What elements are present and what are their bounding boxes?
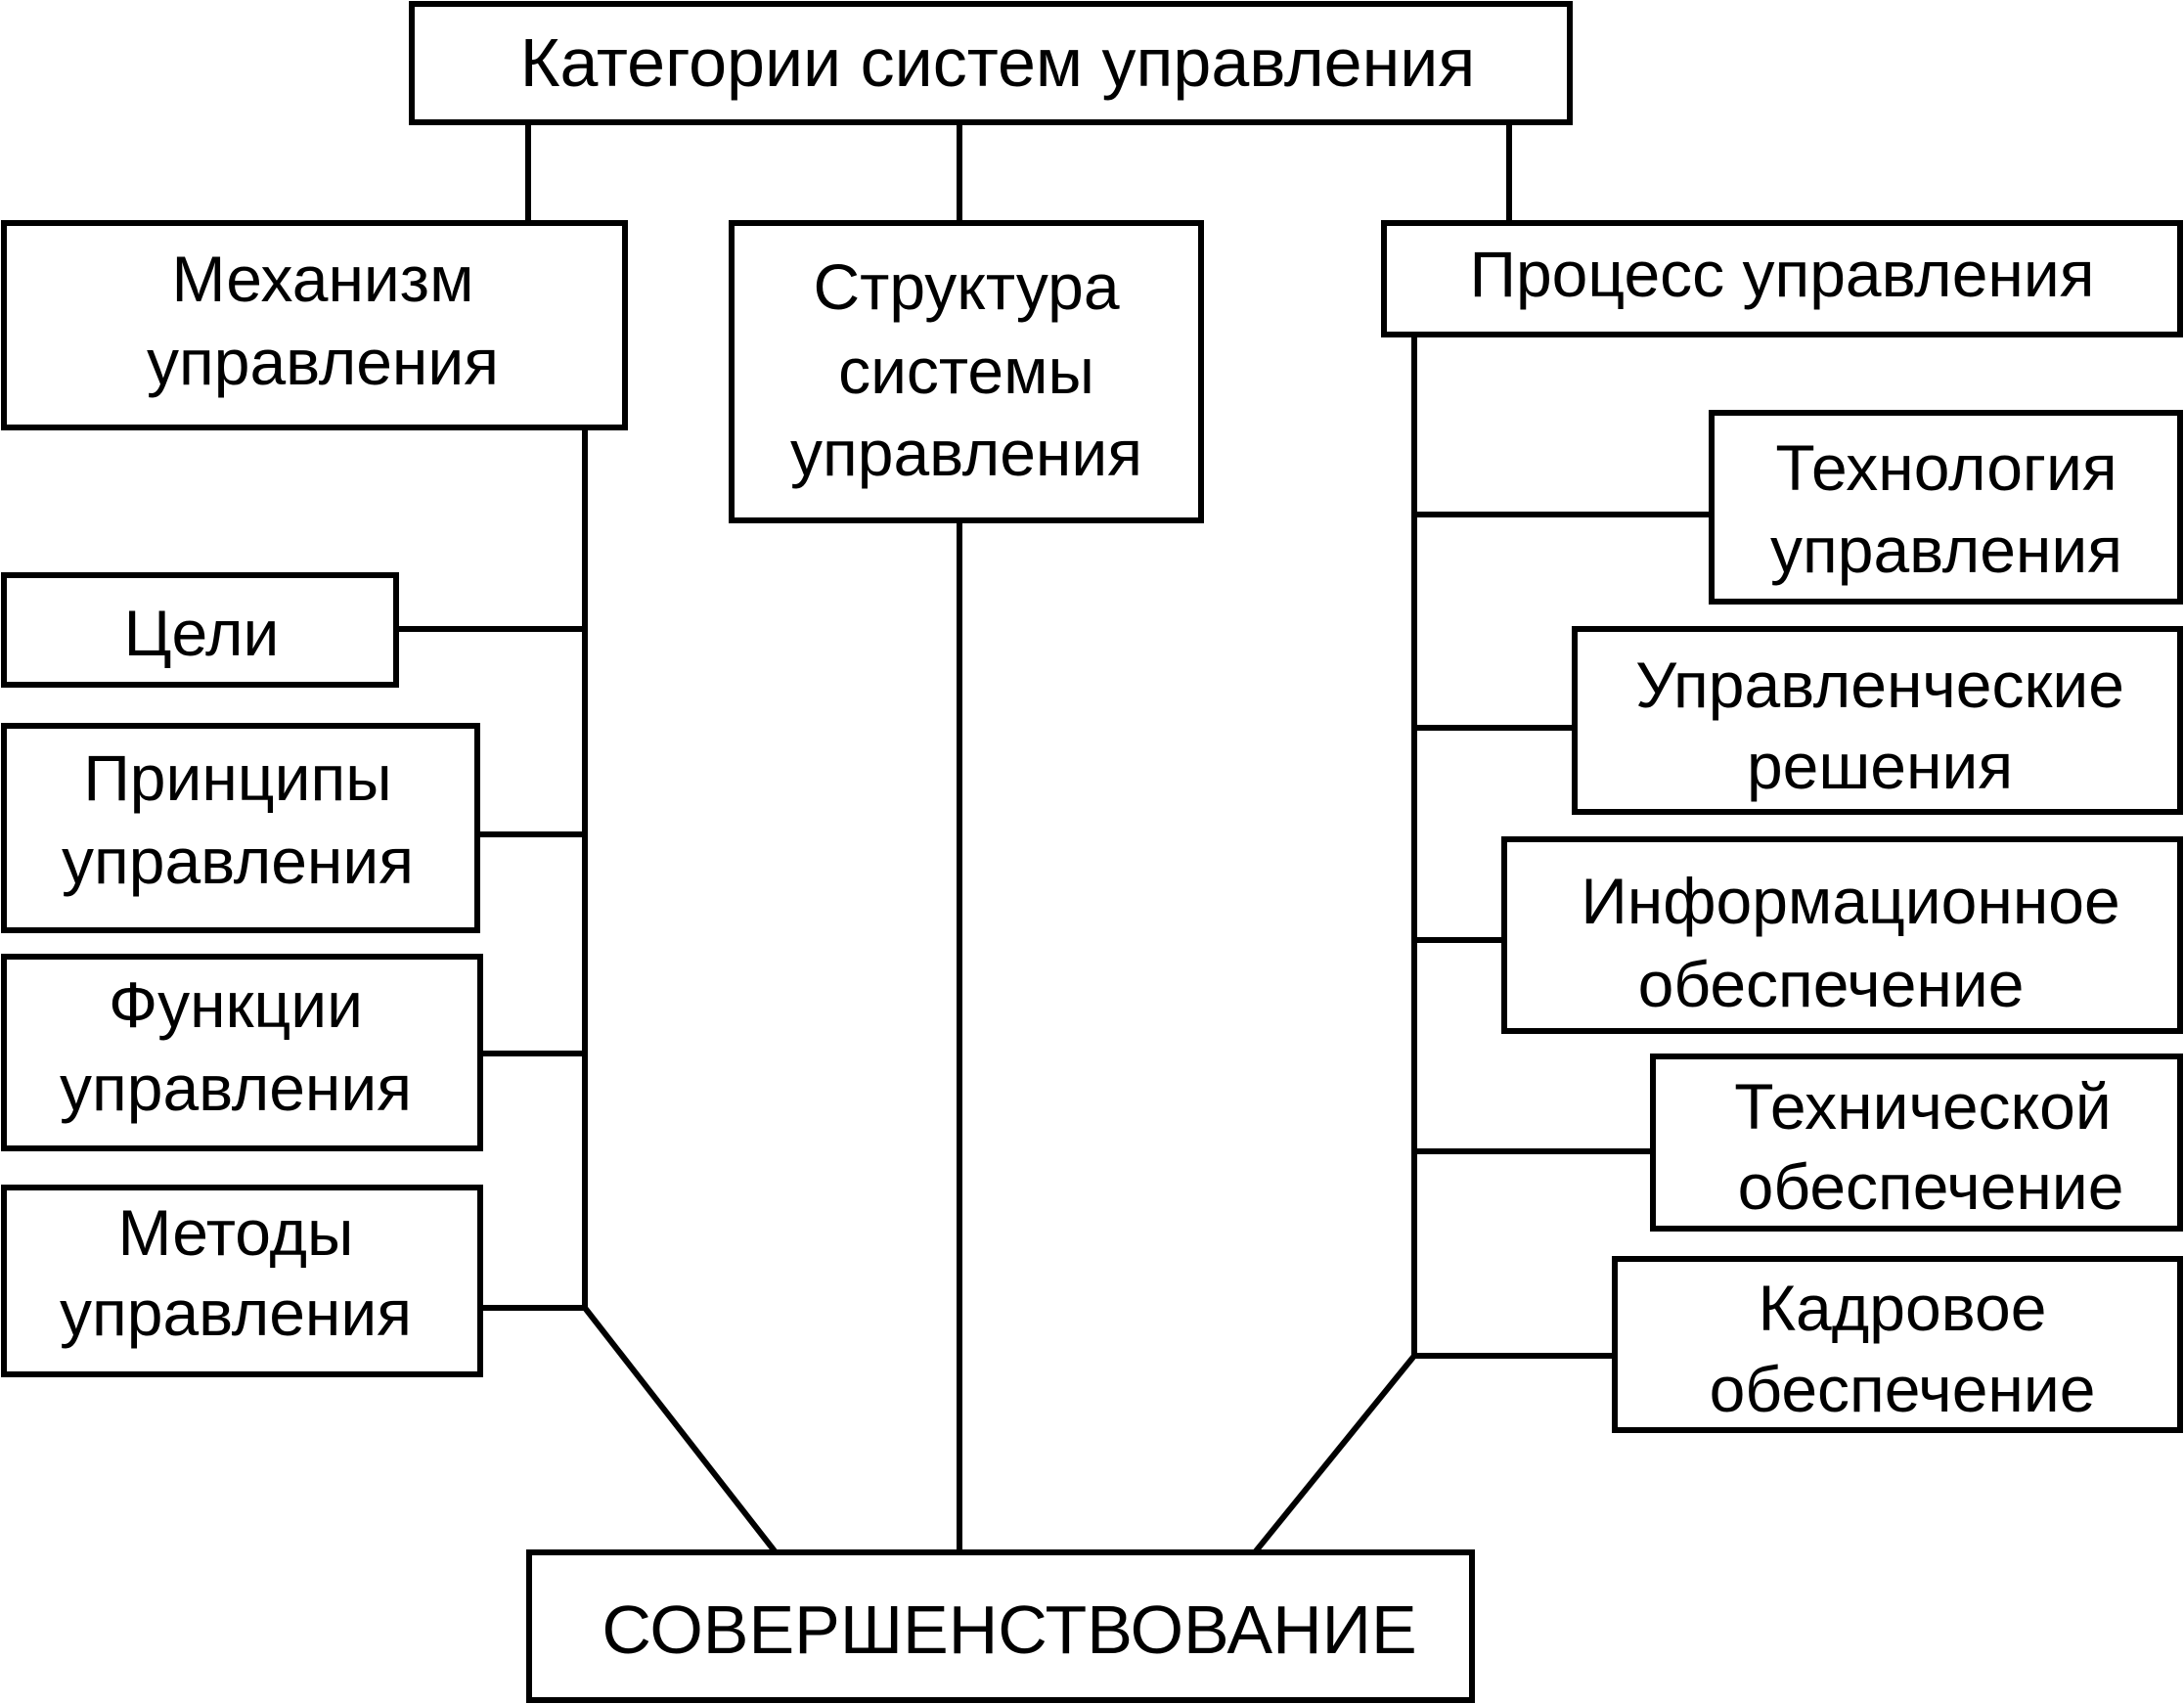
principles-label-1: Принципы <box>83 741 391 814</box>
structure-box: Структура системы управления <box>729 220 1204 523</box>
decisions-label-1: Управленческие <box>1635 649 2124 721</box>
categories-box: Категории систем управления <box>409 1 1573 125</box>
principles-box: Принципы управления <box>1 723 480 933</box>
technical-label-2: обеспечение <box>1738 1150 2124 1223</box>
methods-label-2: управления <box>60 1277 412 1349</box>
improvement-label: СОВЕРШЕНСТВОВАНИЕ <box>602 1592 1416 1668</box>
mechanism-box: Механизм управления <box>1 220 628 430</box>
personnel-label-2: обеспечение <box>1710 1353 2096 1425</box>
process-box: Процесс управления <box>1381 220 2183 337</box>
structure-label-2: системы <box>838 335 1094 407</box>
goals-box: Цели <box>1 572 399 688</box>
personnel-label-1: Кадровое <box>1759 1272 2047 1344</box>
information-label-2: обеспечение <box>1638 948 2025 1020</box>
functions-label-2: управления <box>60 1052 412 1124</box>
decisions-label-2: решения <box>1747 730 2013 802</box>
process-label: Процесс управления <box>1470 238 2095 310</box>
connectors <box>396 122 1712 1554</box>
methods-box: Методы управления <box>1 1185 483 1377</box>
mechanism-label-2: управления <box>147 326 499 398</box>
goals-label: Цели <box>124 597 280 669</box>
improvement-box: СОВЕРШЕНСТВОВАНИЕ <box>526 1549 1475 1703</box>
methods-label-1: Методы <box>118 1196 354 1269</box>
structure-label-1: Структура <box>813 250 1119 323</box>
technical-box: Технической обеспечение <box>1650 1054 2183 1232</box>
information-box: Информационное обеспечение <box>1501 836 2183 1034</box>
functions-label-1: Функции <box>109 968 363 1041</box>
functions-box: Функции управления <box>1 954 483 1151</box>
connector-process-bottom <box>1252 1354 1417 1554</box>
personnel-box: Кадровое обеспечение <box>1612 1256 2183 1433</box>
principles-label-2: управления <box>62 825 414 897</box>
technology-label-1: Технология <box>1775 431 2117 504</box>
technical-label-1: Технической <box>1734 1070 2111 1143</box>
categories-title: Категории систем управления <box>520 24 1476 101</box>
structure-label-3: управления <box>790 417 1142 489</box>
information-label-1: Информационное <box>1581 865 2119 937</box>
technology-box: Технология управления <box>1709 410 2183 605</box>
decisions-box: Управленческие решения <box>1572 626 2183 815</box>
connector-mechanism-bottom <box>582 1306 779 1554</box>
technology-label-2: управления <box>1770 514 2122 586</box>
mechanism-label-1: Механизм <box>172 243 474 315</box>
